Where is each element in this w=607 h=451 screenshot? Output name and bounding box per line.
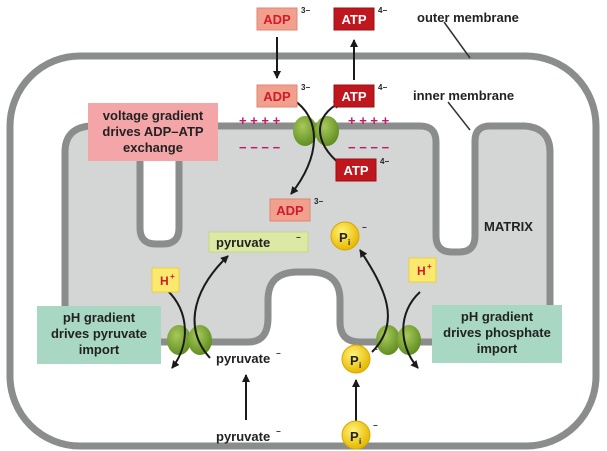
svg-text:−: − (296, 233, 301, 242)
inner-membrane-leader (447, 101, 471, 131)
positive-charges-left: + + + + (239, 113, 281, 128)
matrix-label: MATRIX (484, 219, 533, 234)
adp-translocation-arrow (290, 98, 315, 195)
svg-text:ADP: ADP (263, 12, 291, 27)
svg-text:−: − (276, 349, 281, 358)
svg-text:3−: 3− (301, 6, 310, 15)
positive-charges-right: + + + + (348, 113, 390, 128)
svg-text:−: − (276, 427, 281, 436)
negative-charges-left: − − − − (239, 140, 281, 155)
svg-text:3−: 3− (314, 197, 323, 206)
pyruvate-intermembrane: pyruvate − (216, 349, 281, 366)
phosphate-intermembrane: P i − (341, 344, 378, 374)
adp-matrix: ADP 3− (269, 197, 323, 222)
h-ion-left: H + (151, 267, 180, 293)
svg-text:−: − (373, 345, 378, 354)
negative-charges-right: − − − − (348, 140, 390, 155)
svg-text:ATP: ATP (341, 89, 366, 104)
svg-text:voltage gradient: voltage gradient (103, 108, 204, 123)
svg-text:P: P (350, 353, 359, 368)
pyruvate-cytosol: pyruvate − (216, 427, 281, 444)
svg-text:pyruvate: pyruvate (216, 429, 270, 444)
svg-text:+: + (170, 272, 175, 281)
atp-translocation-arrow (319, 101, 342, 166)
h-import-arrow-phosphate (402, 291, 421, 369)
svg-text:exchange: exchange (123, 140, 183, 155)
pyruvate-matrix: pyruvate − (208, 231, 309, 253)
svg-text:4−: 4− (378, 83, 387, 92)
svg-text:ATP: ATP (343, 163, 368, 178)
pyruvate-gradient-callout: pH gradient drives pyruvate import (37, 306, 161, 364)
atp-cytosol: ATP 4− (333, 6, 387, 31)
svg-text:−: − (362, 223, 367, 232)
svg-text:i: i (359, 361, 361, 370)
svg-text:pyruvate: pyruvate (216, 235, 270, 250)
atp-matrix: ATP 4− (335, 157, 389, 182)
svg-text:ATP: ATP (341, 12, 366, 27)
svg-text:P: P (339, 230, 348, 245)
svg-text:ADP: ADP (263, 89, 291, 104)
phosphate-gradient-callout: pH gradient drives phosphate import (432, 305, 562, 363)
adp-intermembrane: ADP 3− (256, 83, 310, 108)
svg-text:−: − (373, 421, 378, 430)
atp-intermembrane: ATP 4− (333, 83, 387, 108)
pyruvate-import-arrow (193, 255, 229, 359)
h-import-arrow-pyruvate (166, 289, 186, 369)
outer-membrane-label: outer membrane (417, 10, 519, 25)
svg-text:drives pyruvate: drives pyruvate (51, 326, 147, 341)
adp-cytosol: ADP 3− (256, 6, 310, 31)
svg-text:3−: 3− (301, 83, 310, 92)
svg-text:4−: 4− (380, 157, 389, 166)
svg-text:ADP: ADP (276, 203, 304, 218)
svg-text:i: i (359, 437, 361, 446)
svg-text:import: import (79, 342, 120, 357)
phosphate-import-arrow (359, 249, 389, 353)
svg-text:drives ADP–ATP: drives ADP–ATP (102, 124, 203, 139)
inner-membrane-label: inner membrane (413, 88, 514, 103)
svg-text:pH gradient: pH gradient (461, 309, 534, 324)
phosphate-matrix: P i − (330, 221, 367, 251)
svg-text:4−: 4− (378, 6, 387, 15)
svg-text:pyruvate: pyruvate (216, 351, 270, 366)
svg-text:+: + (427, 262, 432, 271)
voltage-gradient-callout: voltage gradient drives ADP–ATP exchange (88, 103, 218, 161)
svg-text:H: H (160, 274, 169, 288)
phosphate-cytosol: P i − (341, 420, 378, 450)
svg-text:import: import (477, 341, 518, 356)
svg-text:pH gradient: pH gradient (63, 310, 136, 325)
svg-text:H: H (417, 264, 426, 278)
svg-text:drives phosphate: drives phosphate (443, 325, 551, 340)
svg-text:i: i (348, 238, 350, 247)
h-ion-right: H + (408, 257, 437, 283)
outer-membrane-leader (443, 21, 471, 59)
svg-text:P: P (350, 429, 359, 444)
